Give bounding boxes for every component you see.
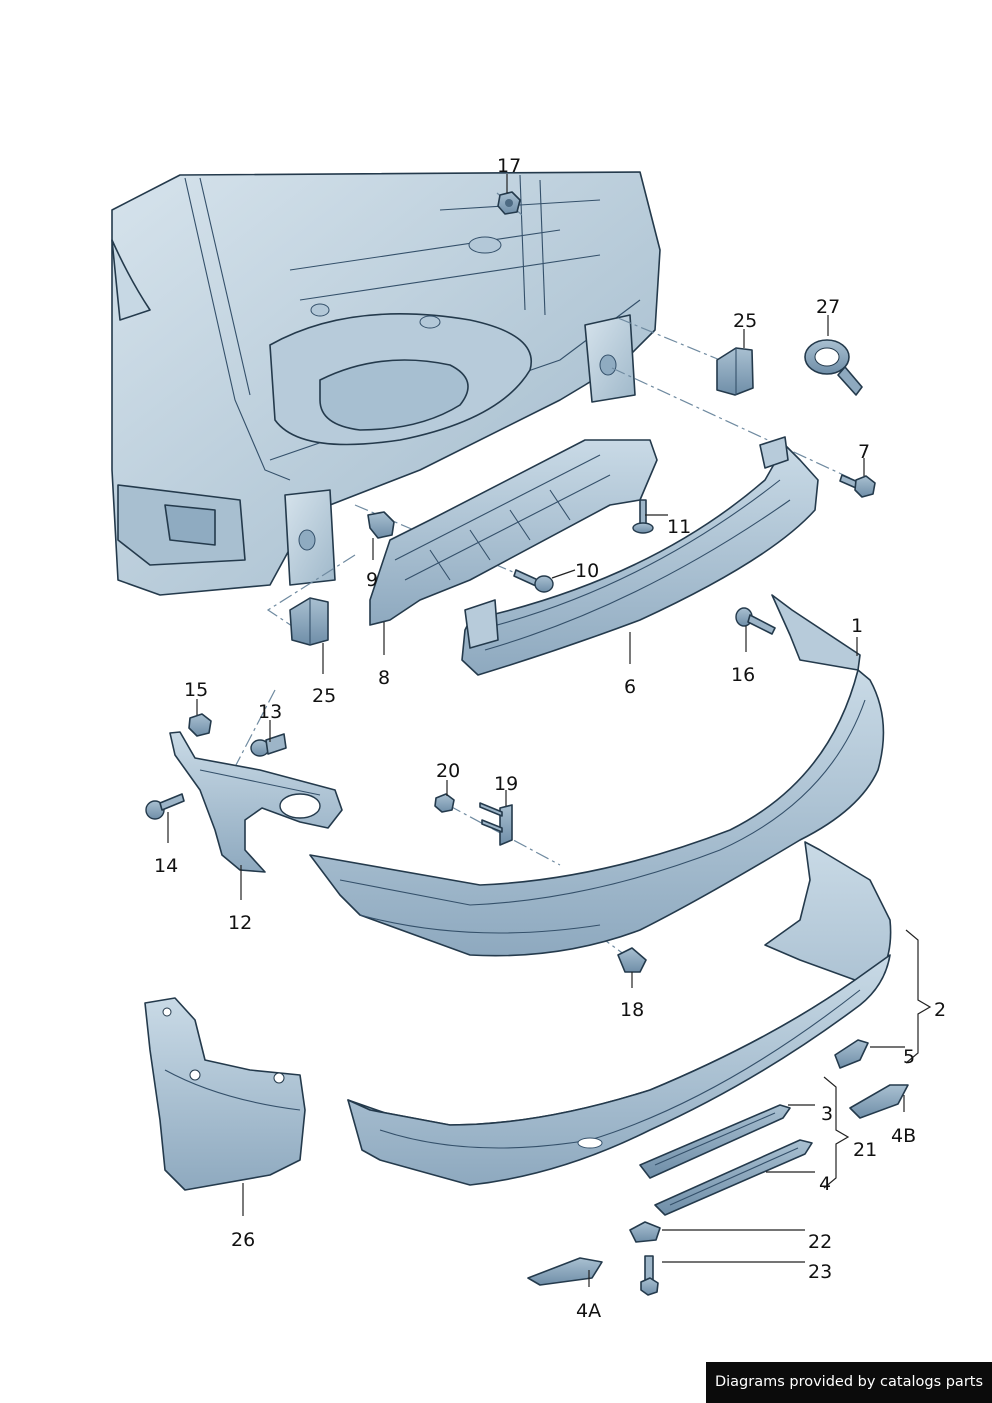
callout-4: 4: [819, 1173, 831, 1195]
callout-labels: 17 25 27 7 11 10 9 8 6 25 16 1 15 13 14 …: [154, 155, 946, 1322]
callout-2: 2: [934, 999, 946, 1021]
callout-5: 5: [903, 1046, 915, 1068]
callout-7: 7: [858, 441, 870, 463]
part-4a-cap: [527, 1257, 603, 1286]
callout-4b: 4B: [891, 1125, 916, 1147]
part-23-screw: [640, 1255, 659, 1296]
callout-18: 18: [620, 999, 644, 1021]
part-4b-cap: [849, 1084, 909, 1119]
part-1-bumper-cover: [309, 594, 885, 957]
callout-8: 8: [378, 667, 390, 689]
part-27-tape-roll: [804, 339, 863, 396]
callout-20: 20: [436, 760, 460, 782]
credit-banner[interactable]: Diagrams provided by catalogs parts: [706, 1362, 992, 1403]
callout-11: 11: [667, 516, 691, 538]
callout-1: 1: [851, 615, 863, 637]
part-6-impact-bar: [461, 436, 819, 676]
callout-12: 12: [228, 912, 252, 934]
callout-19: 19: [494, 773, 518, 795]
part-10-screw: [513, 569, 554, 593]
callout-14: 14: [154, 855, 178, 877]
callout-21: 21: [853, 1139, 877, 1161]
callout-15: 15: [184, 679, 208, 701]
part-3-grille-strip: [639, 1104, 791, 1179]
callout-3: 3: [821, 1103, 833, 1125]
leader-lines: [167, 174, 932, 1287]
part-8-bracket: [369, 439, 658, 626]
car-body-rear-section: [111, 171, 661, 596]
callout-9: 9: [366, 569, 378, 591]
callout-23: 23: [808, 1261, 832, 1283]
callout-10: 10: [575, 560, 599, 582]
callout-17: 17: [497, 155, 521, 177]
callout-27: 27: [816, 296, 840, 318]
part-22-clip: [629, 1221, 661, 1243]
part-26-mud-flap: [144, 997, 306, 1191]
part-25-buffer-upper: [716, 347, 754, 396]
part-2-lower-spoiler: [347, 841, 892, 1186]
part-25-buffer-lower: [289, 597, 329, 646]
part-5-reflector: [834, 1039, 869, 1069]
part-9-clip: [367, 511, 395, 539]
callout-26: 26: [231, 1229, 255, 1251]
callout-22: 22: [808, 1231, 832, 1253]
part-20-nut: [434, 793, 455, 813]
part-11-screw: [632, 499, 654, 534]
part-7-bolt: [839, 474, 876, 498]
callout-4a: 4A: [576, 1300, 601, 1322]
part-12-side-bracket: [169, 731, 343, 873]
callout-16: 16: [731, 664, 755, 686]
part-15-nut: [188, 713, 212, 737]
part-19-stud-plate: [479, 802, 513, 846]
part-13-clip: [250, 733, 287, 757]
callout-25-upper: 25: [733, 310, 757, 332]
part-16-screw: [735, 607, 776, 635]
callout-25-lower: 25: [312, 685, 336, 707]
part-17-nut: [497, 191, 521, 215]
part-18-clip: [617, 947, 647, 973]
part-14-screw: [145, 793, 185, 820]
callout-13: 13: [258, 701, 282, 723]
callout-6: 6: [624, 676, 636, 698]
part-4-grille-strip: [654, 1139, 813, 1216]
